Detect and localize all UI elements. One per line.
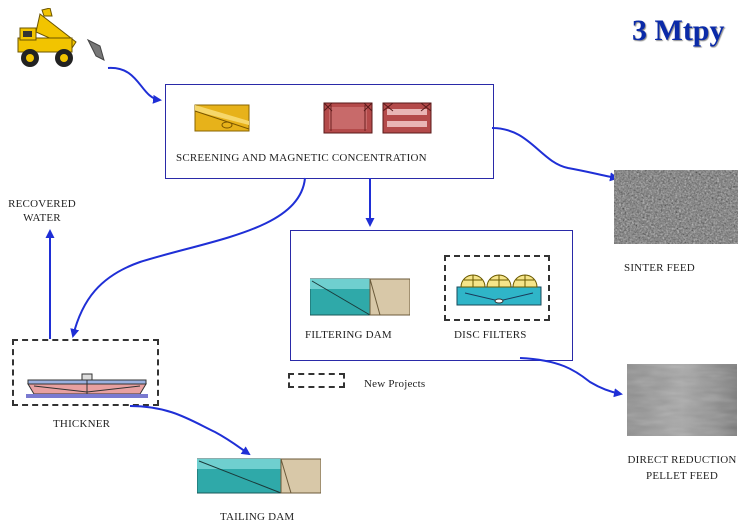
disc-filters-label: DISC FILTERS [454,329,527,341]
recovered-water-label-line2: WATER [23,212,61,224]
arrow-truck-to-screening [107,66,162,104]
pellet-feed-image [627,364,737,436]
drpf-label: DIRECT REDUCTION PELLET FEED [614,452,750,484]
magnetic-separator-icon [323,102,432,134]
arrow-thickener-to-tailing [129,405,251,456]
filtering-dam-label: FILTERING DAM [305,329,392,341]
screen-icon [194,104,250,132]
screening-label: SCREENING AND MAGNETIC CONCENTRATION [176,152,427,164]
dump-truck-icon [17,8,105,67]
arrow-filtering-to-drpf [519,357,623,398]
recovered-water-label-line1: RECOVERED [8,198,76,210]
drpf-label-line2: PELLET FEED [646,470,718,482]
sinter-feed-image [614,170,738,244]
disc-filter-icon [456,274,542,306]
tailing-dam-icon [197,458,321,494]
filtering-dam-icon [310,278,410,316]
thickener-label: THICKNER [53,418,111,430]
legend-new-projects-swatch [288,373,345,388]
sinter-feed-label: SINTER FEED [624,262,695,274]
disc-filters-new-project-outline [444,255,550,321]
page-title: 3 Mtpy [632,14,725,47]
recovered-water-label: RECOVERED WATER [6,197,78,225]
thickener-new-project-outline [12,339,159,406]
drpf-label-line1: DIRECT REDUCTION [627,454,737,466]
tailing-dam-label: TAILING DAM [220,511,295,523]
legend-new-projects-label: New Projects [364,378,426,390]
arrow-screening-to-sinter [491,127,619,182]
arrow-screening-to-thickener [70,177,306,338]
thickener-icon [26,373,148,398]
